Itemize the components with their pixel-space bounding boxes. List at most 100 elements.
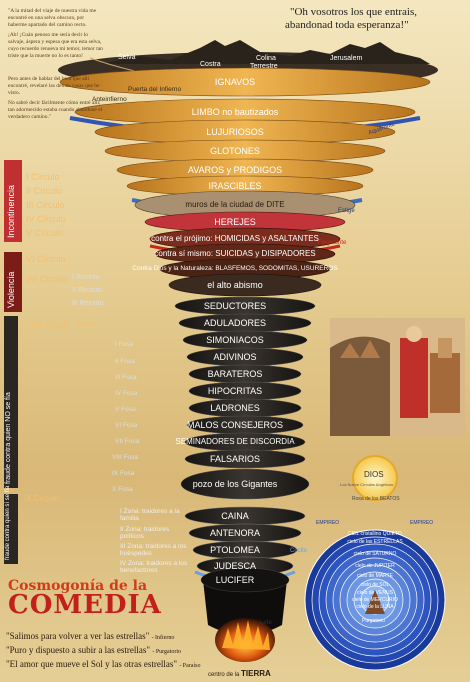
band-abismo (168, 273, 322, 297)
paradise-purgatorio: Purgatorio (362, 618, 386, 624)
label-flegetonte: Flegetonte (318, 240, 347, 246)
band-lucifer (200, 567, 290, 593)
label-avaros: AVAROS y PRODIGOS (187, 165, 283, 175)
label-lucifer: LUCIFER (215, 575, 255, 585)
purgatorio-mount (365, 590, 385, 614)
fosa-3: III Fosa (115, 374, 137, 381)
zona-2: II Zona: traidores políticos (120, 526, 170, 540)
violencia-bar (4, 252, 22, 312)
zona-3: III Zona: traidores a los huéspedes (120, 543, 187, 557)
circle-5: V Círculo (26, 228, 64, 238)
label-costra: Costra (200, 61, 221, 68)
dante-painting (330, 318, 465, 436)
quote-1: "Salimos para volver a ver las estrellas… (6, 631, 150, 641)
zona-4: IV Zona: traidores a los benefactores (120, 560, 188, 574)
fosa-2: II Fosa (115, 358, 135, 365)
fosa-7: VII Fosa (115, 438, 140, 445)
sphere-label-2: cielo de SATURNO (353, 551, 397, 557)
label-herejes: HEREJES (214, 217, 256, 227)
circle-3: III Círculo (26, 200, 65, 210)
centro-label: centro de la TIERRA (208, 669, 271, 678)
section-violencia: Violencia (6, 271, 16, 308)
band-gigantes (180, 468, 310, 500)
section-fraude-1: fraude contra quien NO se fía (5, 392, 12, 484)
hill-silhouette (100, 40, 430, 64)
label-glotones: GLOTONES (210, 146, 260, 156)
flames (222, 620, 270, 650)
circle-7: VII Círculo (26, 274, 69, 284)
label-adivinos: ADIVINOS (213, 352, 257, 362)
section-fraude-2: fraude contra quien sí se fía (5, 485, 11, 560)
label-terrestre: Terrestre (250, 63, 278, 70)
fraude1-bar (4, 316, 18, 488)
sphere-label-8: cielo de la LUNA (356, 604, 394, 610)
circle-2: II Círculo (26, 186, 63, 196)
sphere-label-3: cielo de JUPITER (355, 563, 395, 569)
label-lete: Lete (260, 620, 272, 626)
label-barateros: BARATEROS (207, 369, 263, 379)
fosa-10: X Fosa (112, 486, 133, 493)
incontinencia-bar (4, 160, 22, 242)
sphere-label-4: cielo de MARTE (356, 573, 394, 579)
label-seminadores: SEMINADORES DE DISCORDIA (175, 437, 295, 446)
fraude2-bar (4, 494, 18, 564)
label-ignavos: IGNAVOS (214, 77, 256, 87)
paradise-empireo-right: EMPIREO (410, 520, 434, 526)
quote-2: "Puro y dispuesto a subir a las estrella… (6, 645, 151, 655)
label-cocito: Cocito (290, 548, 308, 554)
paradise-empireo-left: EMPIREO (316, 520, 340, 526)
label-caina: CAINA (221, 511, 249, 521)
quote-1-src: - Infierno (151, 635, 175, 641)
sphere-label-5: cielo de SOL (360, 582, 390, 588)
fosa-5: V Fosa (115, 406, 136, 413)
label-ladrones: LADRONES (210, 403, 260, 413)
title-line1: Cosmogonía de la (8, 578, 148, 594)
header-quote-line1: "Oh vosotros los que entrais, (290, 6, 418, 18)
label-malos: MALOS CONSEJEROS (186, 420, 284, 430)
bottom-quotes: "Salimos para volver a ver las estrellas… (6, 630, 306, 672)
label-hipocritas: HIPOCRITAS (207, 386, 263, 396)
label-irascibles: IRASCIBLES (208, 181, 262, 191)
recinto-2: II Recinto (72, 287, 102, 294)
label-abismo: el alto abismo (207, 280, 263, 290)
sphere-label-1: cielo de las ESTRELLAS (347, 539, 403, 545)
label-projimo: contra el prójimo: HOMICIDAS y ASALTANTE… (151, 234, 319, 243)
circle-8-sub: Malebolge (76, 321, 100, 327)
label-ptolomea: PTOLOMEA (210, 545, 260, 555)
section-incontinencia: Incontinencia (6, 184, 16, 238)
lucifer-shaft (203, 580, 287, 635)
intro-paragraph-2: ¡Ah! ¡Cuán penoso me sería decir lo salv… (8, 32, 103, 59)
label-judesca: JUDESCA (213, 561, 256, 571)
quote-2-src: - Purgatorio (152, 649, 182, 655)
paradise-dios: DIOS (364, 470, 384, 479)
label-aduladores: ADULADORES (203, 318, 266, 328)
label-colina: Colina (256, 55, 276, 62)
centro-tierra: TIERRA (241, 669, 271, 678)
quote-3: "El amor que mueve el Sol y las otras es… (6, 659, 178, 669)
fosa-9: IX Fosa (112, 470, 135, 477)
label-selva: Selva (118, 54, 136, 61)
label-simoniacos: SIMONIACOS (206, 335, 264, 345)
circle-4: IV Círculo (26, 214, 66, 224)
intro-paragraph-1: "A la mitad del viaje de nuestra vida me… (8, 8, 97, 28)
label-dite: muros de la ciudad de DITE (185, 200, 285, 209)
quote-3-src: - Paraíso (179, 663, 201, 669)
label-jerusalem: Jerusalem (330, 55, 363, 62)
paradise-diagram (304, 455, 446, 671)
label-falsarios: FALSARIOS (209, 454, 261, 464)
label-lujuriosos: LUJURIOSOS (206, 127, 264, 137)
label-anteinfierno: Anteinfierno (92, 96, 127, 103)
label-seductores: SEDUCTORES (203, 301, 267, 311)
band-ignavos (59, 67, 431, 97)
label-si-mismo: contra sí mismo: SUICIDAS y DISIPADORES (154, 249, 316, 258)
label-antenora: ANTENORA (209, 528, 260, 538)
sphere-label-6: cielo de VENUS (357, 590, 393, 596)
label-dios: Contra Dios y la Naturaleza: BLASFEMOS, … (132, 265, 338, 272)
zona-1: I Zona: traidores a la familia (120, 508, 180, 522)
sphere-label-7: cielo de MERCURIO (352, 597, 398, 603)
band-falsarios (184, 449, 306, 469)
header-quote-line2: abandonad toda esperanza!" (285, 19, 409, 31)
fosa-4: IV Fosa (115, 390, 138, 397)
label-gigantes: pozo de los Gigantes (192, 479, 278, 489)
